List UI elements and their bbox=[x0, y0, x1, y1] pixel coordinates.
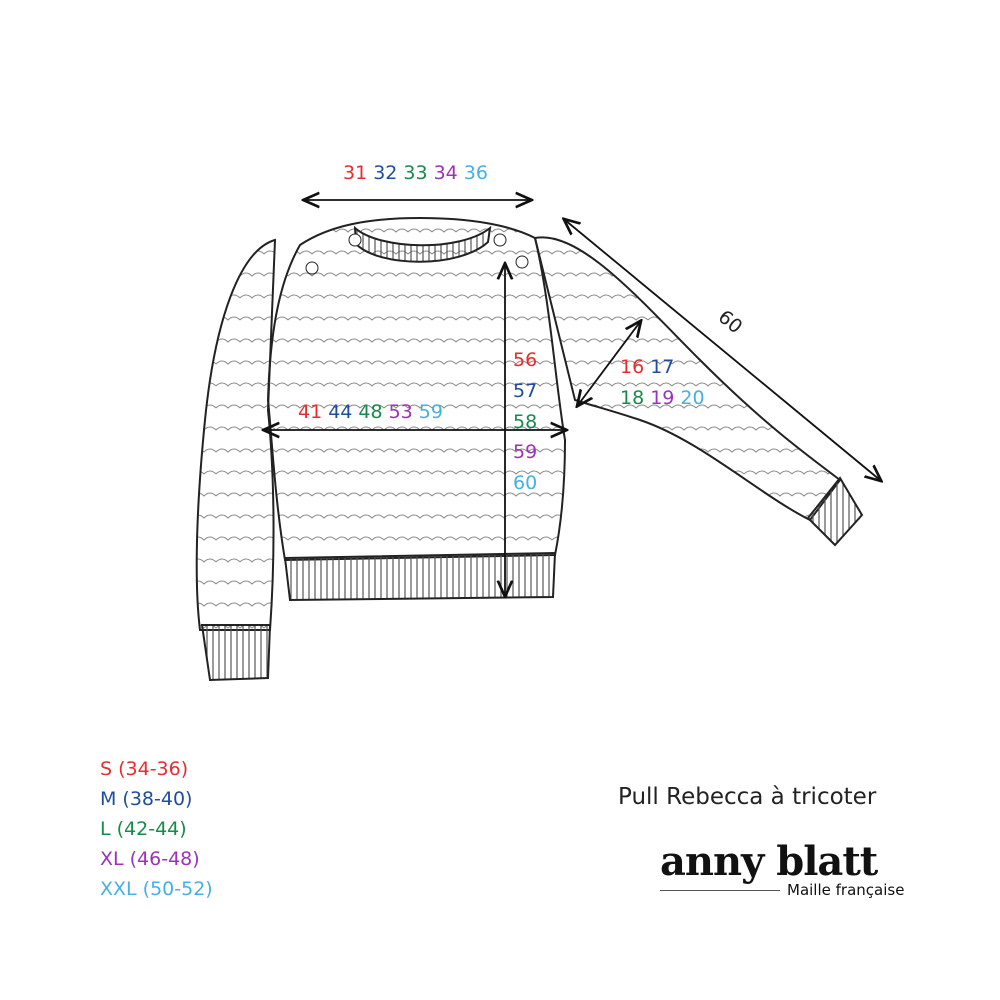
sleeve-width-arrow bbox=[578, 322, 640, 405]
legend-l: L (42-44) bbox=[100, 818, 187, 840]
value-m: 17 bbox=[650, 356, 675, 378]
left-sleeve bbox=[195, 238, 277, 682]
value-m: 44 bbox=[328, 401, 353, 423]
value-xxl: 36 bbox=[463, 162, 488, 184]
value-xl: 19 bbox=[650, 387, 675, 409]
value-s: 56 bbox=[513, 349, 538, 371]
value-xxl: 60 bbox=[513, 472, 538, 495]
legend-xxl: XXL (50-52) bbox=[100, 878, 213, 900]
value-l: 18 bbox=[620, 387, 645, 409]
value-s: 16 bbox=[620, 356, 645, 378]
sweater-body bbox=[266, 216, 567, 602]
legend-xl: XL (46-48) bbox=[100, 848, 200, 870]
value-l: 48 bbox=[358, 401, 383, 423]
brand-tagline: Maille française bbox=[787, 881, 905, 899]
value-xxl: 20 bbox=[680, 387, 705, 409]
value-xl: 59 bbox=[513, 441, 538, 464]
brand-logo: anny blatt bbox=[660, 838, 878, 885]
value-s: 41 bbox=[298, 401, 323, 423]
value-l: 58 bbox=[513, 410, 538, 433]
value-m: 32 bbox=[373, 162, 398, 184]
value-xl: 34 bbox=[433, 162, 458, 184]
value-xxl: 59 bbox=[418, 401, 443, 423]
legend-s: S (34-36) bbox=[100, 758, 189, 780]
pattern-title: Pull Rebecca à tricoter bbox=[618, 784, 877, 810]
value-l: 33 bbox=[403, 162, 428, 184]
sleeve-length-arrow bbox=[565, 220, 880, 480]
legend-m: M (38-40) bbox=[100, 788, 193, 810]
size-legend: S (34-36) M (38-40) L (42-44) XL (46-48)… bbox=[100, 754, 213, 904]
value-s: 31 bbox=[343, 162, 368, 184]
body-length-values: 56 57 58 59 60 bbox=[513, 345, 537, 499]
value-xl: 53 bbox=[388, 401, 413, 423]
brand-divider bbox=[660, 890, 780, 891]
value-m: 57 bbox=[513, 379, 538, 402]
